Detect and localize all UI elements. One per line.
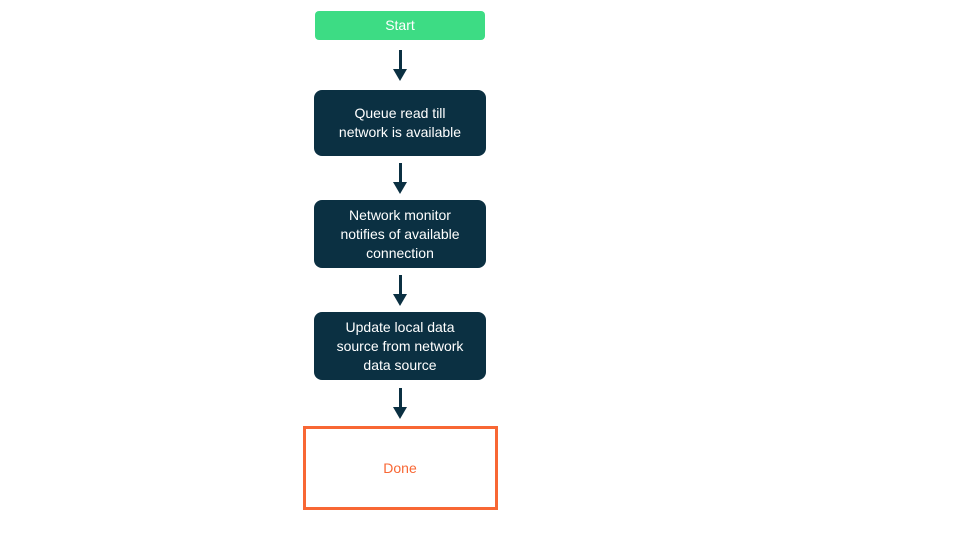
flow-arrow-step1-to-step2 (393, 156, 407, 200)
arrow-shaft (398, 49, 402, 69)
arrow-shaft (398, 387, 402, 407)
arrow-shaft (398, 162, 402, 182)
flow-node-done-label: Done (383, 459, 417, 476)
flow-node-queue-read: Queue read till network is available (314, 90, 486, 156)
arrow-head-icon (393, 181, 407, 194)
flow-node-start-label: Start (385, 17, 415, 33)
flow-node-update-local-label: Update local data source from network da… (336, 318, 464, 373)
flow-node-queue-read-label: Queue read till network is available (338, 105, 462, 140)
flowchart-column: Start Queue read till network is availab… (302, 11, 498, 510)
flow-node-network-monitor: Network monitor notifies of available co… (314, 200, 486, 268)
flow-arrow-step3-to-done (393, 380, 407, 426)
flow-node-network-monitor-label: Network monitor notifies of available co… (340, 206, 460, 261)
flow-node-start: Start (315, 11, 485, 40)
flow-node-update-local: Update local data source from network da… (314, 312, 486, 380)
flow-arrow-step2-to-step3 (393, 268, 407, 312)
arrow-head-icon (393, 406, 407, 419)
flow-node-done: Done (302, 426, 498, 510)
arrow-head-icon (393, 293, 407, 306)
flow-arrow-start-to-step1 (393, 40, 407, 90)
arrow-shaft (398, 274, 402, 294)
arrow-head-icon (393, 68, 407, 81)
